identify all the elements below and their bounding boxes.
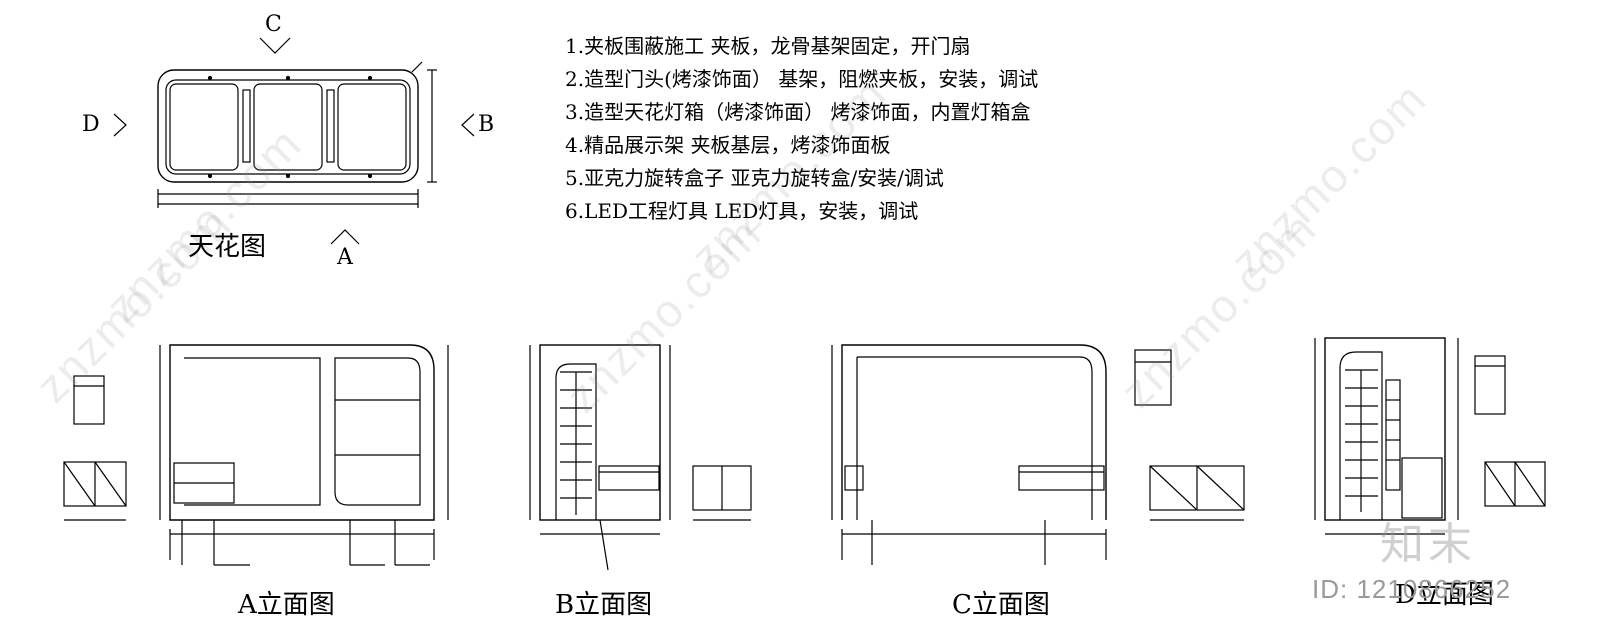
elevation-d — [1314, 337, 1546, 535]
elevation-a-title: A立面图 — [238, 590, 335, 620]
marker-c: C — [265, 12, 282, 37]
construction-notes: 1.夹板围蔽施工 夹板，龙骨基架固定，开门扇 2.造型门头(烤漆饰面） 基架，阻… — [565, 30, 1185, 228]
elevation-d-title: D立面图 — [1395, 580, 1494, 610]
elevation-c — [831, 344, 1245, 565]
ceiling-plan — [113, 37, 475, 245]
note-item: 2.造型门头(烤漆饰面） 基架，阻燃夹板，安装，调试 — [565, 67, 1039, 91]
marker-d: D — [82, 112, 100, 137]
note-item: 5.亚克力旋转盒子 亚克力旋转盒/安装/调试 — [565, 166, 944, 190]
marker-b: B — [478, 112, 495, 137]
marker-a: A — [337, 245, 353, 270]
elevation-a — [63, 344, 449, 566]
note-item: 4.精品展示架 夹板基层，烤漆饰面板 — [565, 133, 891, 157]
ceiling-plan-title: 天花图 — [188, 232, 267, 262]
watermark-brand: 知末 — [1380, 519, 1476, 570]
elevation-c-title: C立面图 — [952, 590, 1050, 620]
note-item: 6.LED工程灯具 LED灯具，安装，调试 — [565, 199, 919, 223]
elevation-b-title: B立面图 — [555, 590, 653, 620]
elevation-b — [529, 344, 752, 571]
note-item: 3.造型天花灯箱（烤漆饰面） 烤漆饰面，内置灯箱盒 — [565, 100, 1031, 124]
image-id: ID: 1210866252 — [1312, 574, 1512, 604]
note-item: 1.夹板围蔽施工 夹板，龙骨基架固定，开门扇 — [565, 34, 971, 58]
